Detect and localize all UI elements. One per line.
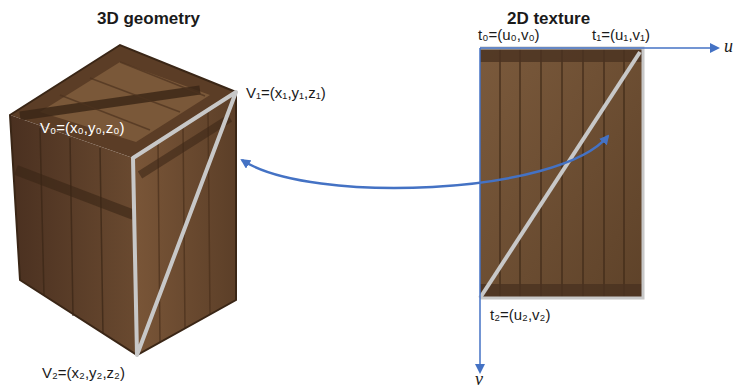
texcoord-label: t₀=(u₀,v₀) bbox=[478, 26, 540, 44]
vertex-label: V₁=(x₁,y₁,z₁) bbox=[246, 84, 326, 102]
axis-label: u bbox=[724, 37, 733, 55]
vertex-label: V₀=(x₀,y₀,z₀) bbox=[40, 119, 125, 137]
mapping-arrow bbox=[242, 136, 608, 188]
texcoord-label: t₁=(u₁,v₁) bbox=[592, 26, 650, 44]
axis-label: v bbox=[475, 370, 483, 388]
cube bbox=[10, 45, 236, 355]
texture-image bbox=[480, 48, 643, 298]
texcoord-label: t₂=(u₂,v₂) bbox=[490, 306, 550, 324]
panel-heading: 3D geometry bbox=[97, 10, 200, 28]
v-axis bbox=[479, 48, 481, 372]
panel-heading: 2D texture bbox=[507, 10, 590, 28]
u-axis bbox=[480, 47, 718, 49]
vertex-label: V₂=(x₂,y₂,z₂) bbox=[42, 364, 125, 382]
